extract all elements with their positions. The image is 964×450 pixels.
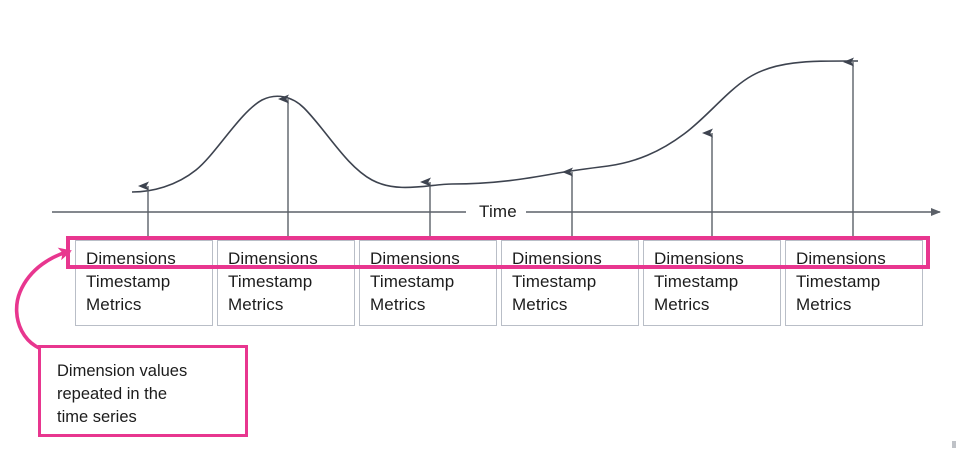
callout-box: Dimension values repeated in the time se…	[38, 345, 248, 437]
record-box-2[interactable]: Dimensions Timestamp Metrics	[217, 240, 355, 326]
record-field-dimensions: Dimensions	[654, 249, 744, 268]
record-field-metrics: Metrics	[86, 295, 142, 314]
timeseries-curve	[131, 60, 859, 193]
record-field-metrics: Metrics	[228, 295, 284, 314]
callout-line-3: time series	[57, 408, 137, 426]
record-field-timestamp: Timestamp	[654, 272, 739, 291]
record-field-timestamp: Timestamp	[796, 272, 881, 291]
record-field-dimensions: Dimensions	[796, 249, 886, 268]
record-box-3[interactable]: Dimensions Timestamp Metrics	[359, 240, 497, 326]
record-box-1[interactable]: Dimensions Timestamp Metrics	[75, 240, 213, 326]
time-axis-label: Time	[470, 202, 526, 222]
record-field-timestamp: Timestamp	[86, 272, 171, 291]
callout-arrow	[14, 247, 72, 354]
record-box-6[interactable]: Dimensions Timestamp Metrics	[785, 240, 923, 326]
callout-line-1: Dimension values	[57, 362, 188, 380]
record-field-timestamp: Timestamp	[228, 272, 313, 291]
record-field-metrics: Metrics	[512, 295, 568, 314]
record-field-metrics: Metrics	[654, 295, 710, 314]
record-box-4[interactable]: Dimensions Timestamp Metrics	[501, 240, 639, 326]
record-field-dimensions: Dimensions	[86, 249, 176, 268]
record-field-metrics: Metrics	[796, 295, 852, 314]
record-field-dimensions: Dimensions	[228, 249, 318, 268]
record-field-timestamp: Timestamp	[512, 272, 597, 291]
corner-artifact	[952, 441, 956, 448]
record-field-dimensions: Dimensions	[370, 249, 460, 268]
record-field-metrics: Metrics	[370, 295, 426, 314]
callout-line-2: repeated in the	[57, 385, 168, 403]
record-field-timestamp: Timestamp	[370, 272, 455, 291]
record-box-5[interactable]: Dimensions Timestamp Metrics	[643, 240, 781, 326]
record-field-dimensions: Dimensions	[512, 249, 602, 268]
